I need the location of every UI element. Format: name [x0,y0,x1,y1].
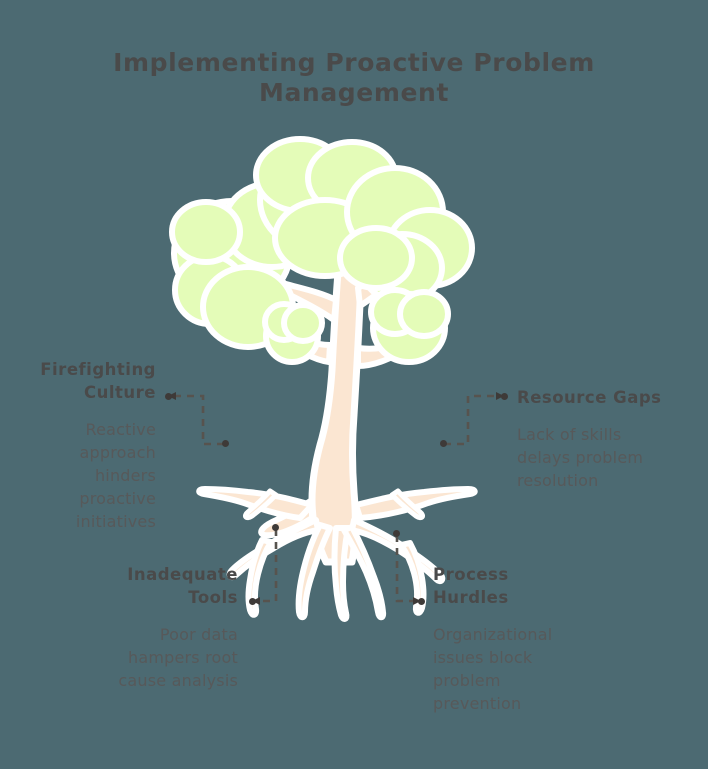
connector-resource-gaps [444,394,499,446]
page-title: Implementing Proactive Problem Managemen… [113,48,595,107]
callout-label-resource-gaps: Resource Gaps [517,388,662,407]
anchor-dot-firefighting-culture [222,440,229,447]
callout-inadequate-tools[interactable]: Inadequate Tools Poor data hampers root … [78,563,238,692]
connector-process-hurdles [395,535,417,603]
callout-description-firefighting-culture: Reactive approach hinders proactive init… [75,420,156,531]
anchor-dot-resource-gaps [440,440,447,447]
callout-description-inadequate-tools: Poor data hampers root cause analysis [118,625,238,690]
callout-resource-gaps[interactable]: Resource Gaps Lack of skills delays prob… [517,386,699,492]
arrow-dot-process-hurdles [418,598,425,605]
arrow-dot-resource-gaps [501,393,508,400]
callout-description-resource-gaps: Lack of skills delays problem resolution [517,425,644,490]
tree-canopy [169,136,475,365]
callout-label-inadequate-tools: Inadequate Tools [127,565,238,607]
anchor-dot-process-hurdles [393,530,400,537]
callout-label-process-hurdles: Process Hurdles [433,565,509,607]
callout-label-firefighting-culture: Firefighting Culture [40,360,156,402]
connector-firefighting-culture [172,394,224,446]
anchor-dot-inadequate-tools [272,524,279,531]
arrow-dot-firefighting-culture [165,393,172,400]
arrow-dot-inadequate-tools [249,598,256,605]
connector-inadequate-tools [256,529,278,603]
callout-description-process-hurdles: Organizational issues block problem prev… [433,625,553,713]
callout-process-hurdles[interactable]: Process Hurdles Organizational issues bl… [433,563,623,715]
callout-firefighting-culture[interactable]: Firefighting Culture Reactive approach h… [8,358,156,533]
